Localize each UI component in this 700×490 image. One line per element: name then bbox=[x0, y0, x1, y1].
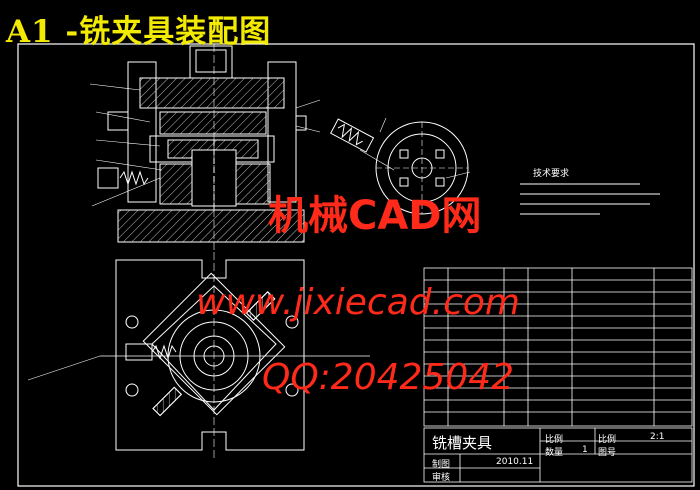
title-block-qty-label: 数量 bbox=[545, 448, 564, 458]
front-section-view bbox=[89, 44, 321, 252]
title-block-qty-value: 1 bbox=[582, 445, 588, 455]
title-block-name: 铣槽夹具 bbox=[432, 434, 493, 452]
drawing-border bbox=[17, 43, 695, 487]
title-block-scale-label: 比例 bbox=[545, 435, 564, 445]
detail-view bbox=[330, 117, 471, 215]
plan-view bbox=[27, 252, 370, 460]
tech-requirements-heading: 技术要求 bbox=[533, 169, 570, 179]
title-block bbox=[423, 427, 693, 483]
title-block-scale-value: 2:1 bbox=[650, 432, 665, 442]
watermark-qq: QQ:20425042 bbox=[262, 357, 515, 398]
drawing-title: A1 -铣夹具装配图 bbox=[6, 14, 272, 50]
parts-list-table bbox=[423, 267, 693, 427]
title-block-checked-label: 审核 bbox=[432, 473, 451, 483]
watermark-site: 机械CAD网 bbox=[268, 193, 482, 239]
title-block-drawn-label: 制图 bbox=[432, 460, 451, 470]
title-block-sheet-label: 图号 bbox=[598, 448, 617, 458]
watermark-url: www.jixiecad.com bbox=[196, 282, 520, 323]
title-block-ratio-label: 比例 bbox=[598, 435, 617, 445]
title-block-date: 2010.11 bbox=[496, 457, 534, 467]
tech-notes bbox=[520, 183, 660, 215]
